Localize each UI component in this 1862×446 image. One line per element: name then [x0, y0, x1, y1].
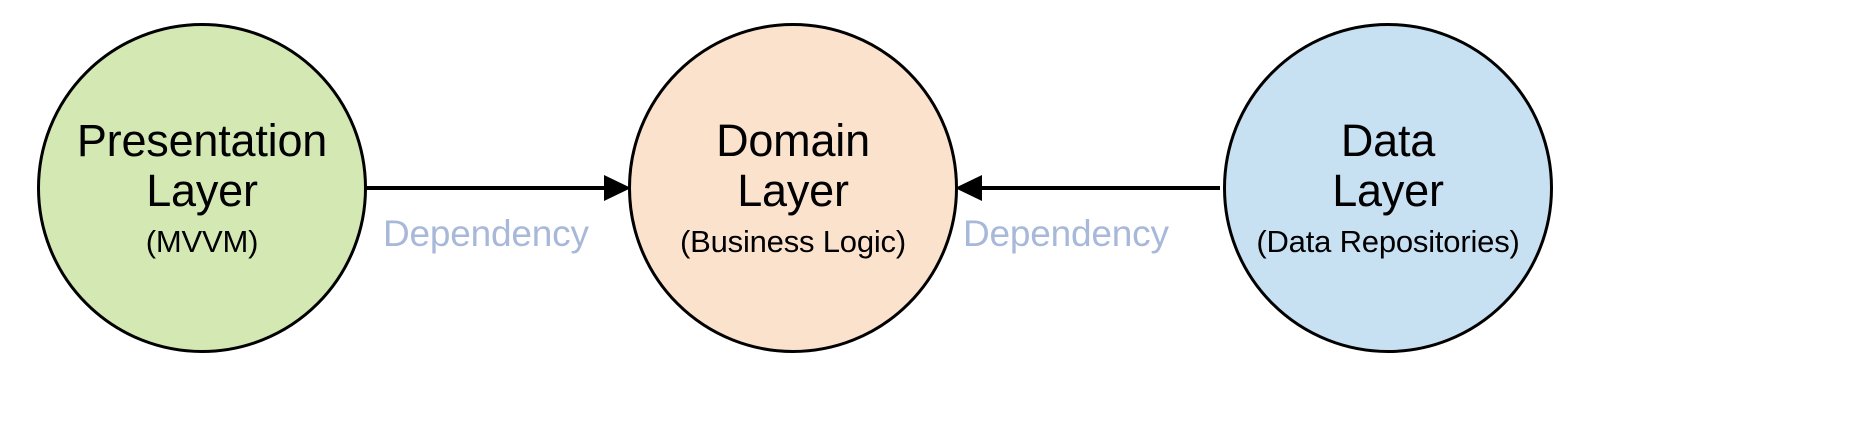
- node-presentation-layer[interactable]: Presentation Layer (MVVM): [37, 23, 367, 353]
- node-subtitle: (Business Logic): [680, 224, 906, 260]
- edge-label-dependency-right: Dependency: [963, 213, 1169, 254]
- node-domain-layer[interactable]: Domain Layer (Business Logic): [628, 23, 958, 353]
- edge-presentation-to-domain-line: [366, 186, 616, 190]
- edge-presentation-to-domain-arrowhead: [604, 175, 631, 201]
- node-subtitle: (MVVM): [145, 224, 259, 260]
- edge-label-dependency-left: Dependency: [383, 213, 589, 254]
- edge-data-to-domain-arrowhead: [955, 175, 982, 201]
- edge-data-to-domain-line: [970, 186, 1220, 190]
- node-title: Presentation Layer: [76, 114, 328, 216]
- node-data-layer[interactable]: Data Layer (Data Repositories): [1223, 23, 1553, 353]
- node-subtitle: (Data Repositories): [1256, 224, 1520, 260]
- node-title: Data Layer: [1332, 114, 1444, 216]
- node-title: Domain Layer: [716, 114, 870, 216]
